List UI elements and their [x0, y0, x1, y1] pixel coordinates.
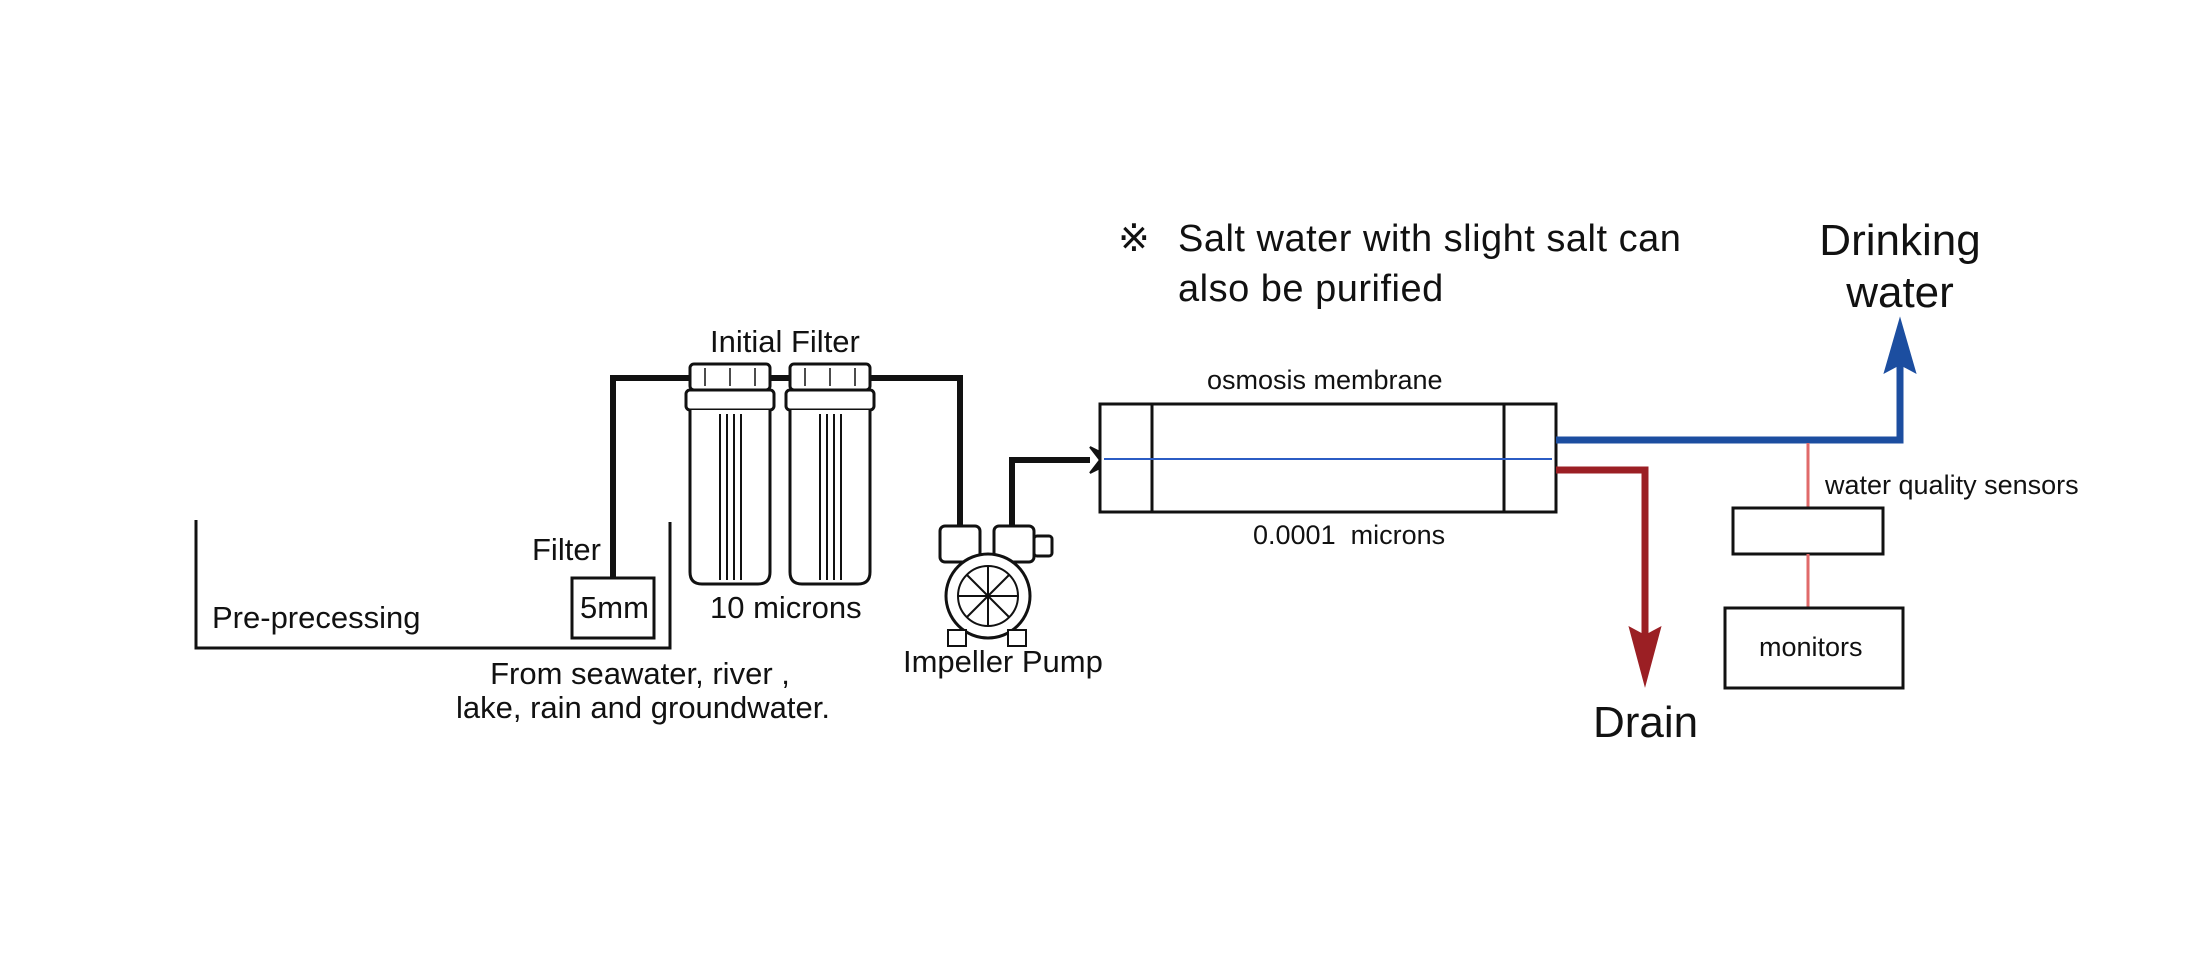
initial-filter-housing-2: [784, 362, 876, 586]
source-line-2: lake, rain and groundwater.: [456, 690, 830, 725]
note-symbol: ※: [1118, 218, 1151, 260]
initial-filter-housing-1: [684, 362, 776, 586]
initial-filter-size-label: 10 microns: [710, 590, 862, 625]
impeller-pump: [938, 524, 1054, 647]
filter-to-pump-pipe: [870, 375, 963, 528]
drain-label: Drain: [1593, 698, 1699, 747]
monitors-box: [1723, 606, 1905, 690]
membrane-label: osmosis membrane: [1207, 365, 1443, 395]
filter-label: Filter: [532, 532, 601, 567]
drinking-water-pipe: [1556, 360, 1904, 444]
drain-arrow: [1628, 626, 1662, 688]
membrane-size-label: 0.0001 microns: [1253, 520, 1446, 550]
pump-label: Impeller Pump: [903, 644, 1103, 679]
drinking-water-label-2: water: [1846, 268, 1954, 317]
inlet-pipe: [610, 375, 690, 578]
pre-processing-tank: [194, 520, 672, 650]
note-line-2: also be purified: [1178, 268, 1444, 310]
sensor-box: [1731, 506, 1885, 556]
filter-size-label: 5mm: [580, 590, 649, 625]
source-line-1: From seawater, river ,: [490, 656, 790, 691]
drinking-water-label-1: Drinking: [1819, 216, 1981, 265]
initial-filter-label: Initial Filter: [710, 324, 860, 359]
filter-5mm-box: [570, 576, 656, 640]
sensors-label: water quality sensors: [1825, 470, 2079, 500]
note-line-1: Salt water with slight salt can: [1178, 218, 1682, 260]
pump-to-membrane-pipe: [1009, 457, 1090, 526]
monitors-label: monitors: [1759, 632, 1863, 662]
drain-pipe: [1556, 466, 1649, 640]
osmosis-membrane: [1098, 402, 1558, 514]
drinking-water-arrow: [1883, 316, 1917, 374]
pre-processing-label: Pre-precessing: [212, 600, 421, 635]
